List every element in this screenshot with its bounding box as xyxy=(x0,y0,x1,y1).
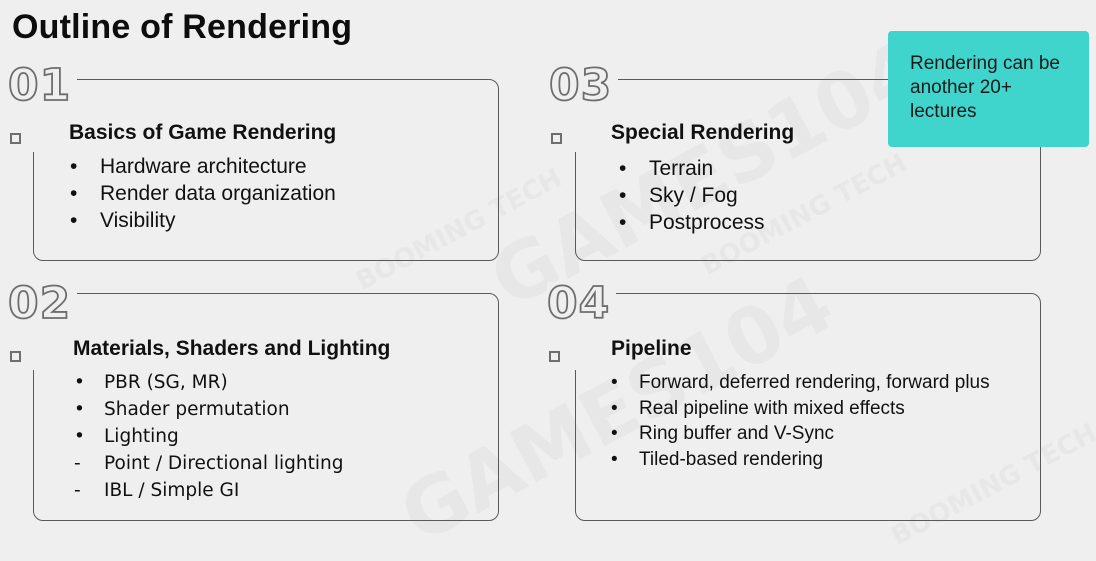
number-dot-icon xyxy=(551,133,562,144)
list-item: • PBR (SG, MR) xyxy=(74,369,343,396)
list-item: - Point / Directional lighting xyxy=(74,450,343,477)
list-item: • Shader permutation xyxy=(74,396,343,423)
section-number: 01 xyxy=(7,63,78,152)
section-number-label: 04 xyxy=(546,278,611,329)
bullet-list: • Hardware architecture • Render data orga… xyxy=(70,153,336,234)
list-item: - IBL / Simple GI xyxy=(74,477,343,504)
list-item: • Ring buffer and V-Sync xyxy=(611,421,990,447)
list-item: • Lighting xyxy=(74,423,343,450)
number-dot-icon xyxy=(549,351,560,362)
list-item-text: Tiled-based rendering xyxy=(639,448,824,470)
slide: { "slide": { "title": "Outline of Render… xyxy=(7,8,1089,521)
section-heading: Basics of Game Rendering xyxy=(69,121,337,144)
list-item: • Hardware architecture xyxy=(70,153,336,180)
list-item-text: Visibility xyxy=(100,209,176,232)
slide-title: Outline of Rendering xyxy=(12,8,353,46)
list-item-text: Lighting xyxy=(104,426,179,447)
number-dot-icon xyxy=(10,133,21,144)
section-frame xyxy=(33,79,499,261)
list-item: • Render data organization xyxy=(70,180,336,207)
list-item: • Real pipeline with mixed effects xyxy=(611,396,990,422)
number-dot-icon xyxy=(10,351,21,362)
note-text: Rendering can be another 20+ lectures xyxy=(910,53,1060,122)
list-item-text: IBL / Simple GI xyxy=(104,480,240,501)
section-frame xyxy=(575,293,1041,521)
list-item-text: Sky / Fog xyxy=(649,184,738,207)
list-item-text: Hardware architecture xyxy=(100,155,307,178)
bullet-list: • PBR (SG, MR) • Shader permutation • Light… xyxy=(74,369,343,504)
bullet-marker: • xyxy=(611,423,618,444)
section-number: 02 xyxy=(7,281,78,370)
list-item: • Visibility xyxy=(70,207,336,234)
list-item: • Tiled-based rendering xyxy=(611,447,990,473)
list-item-text: Terrain xyxy=(649,157,714,180)
bullet-marker: - xyxy=(74,453,81,474)
section-number-label: 02 xyxy=(7,278,72,329)
bullet-marker: - xyxy=(74,480,81,501)
list-item-text: Postprocess xyxy=(649,211,765,234)
list-item: • Postprocess xyxy=(619,209,765,236)
list-item: • Terrain xyxy=(619,155,765,182)
bullet-list: • Terrain • Sky / Fog • Postprocess xyxy=(619,155,765,236)
list-item-text: Ring buffer and V-Sync xyxy=(639,423,835,444)
list-item: • Sky / Fog xyxy=(619,182,765,209)
section-number: 03 xyxy=(548,63,619,152)
bullet-marker: • xyxy=(611,448,618,470)
bullet-marker: • xyxy=(70,209,78,232)
bullet-marker: • xyxy=(74,399,85,420)
list-item-text: PBR (SG, MR) xyxy=(104,372,228,393)
section-number: 04 xyxy=(546,281,617,370)
note-callout: Rendering can be another 20+ lectures xyxy=(888,31,1089,147)
section-heading: Materials, Shaders and Lighting xyxy=(73,337,391,360)
bullet-marker: • xyxy=(619,157,627,180)
section-heading: Pipeline xyxy=(611,337,692,360)
list-item-text: Real pipeline with mixed effects xyxy=(639,397,905,419)
bullet-marker: • xyxy=(70,155,78,178)
bullet-marker: • xyxy=(74,372,85,393)
bullet-marker: • xyxy=(611,372,618,393)
bullet-list: • Forward, deferred rendering, forward pl… xyxy=(611,370,990,472)
bullet-marker: • xyxy=(619,211,627,234)
list-item: • Forward, deferred rendering, forward pl… xyxy=(611,370,990,396)
bullet-marker: • xyxy=(611,397,618,419)
section-frame xyxy=(575,79,1041,261)
bullet-marker: • xyxy=(74,426,85,447)
section-heading: Special Rendering xyxy=(611,121,795,144)
section-frame xyxy=(33,293,499,521)
section-number-label: 03 xyxy=(548,60,613,111)
list-item-text: Render data organization xyxy=(100,182,336,205)
list-item-text: Forward, deferred rendering, forward plu… xyxy=(639,372,990,393)
section-number-label: 01 xyxy=(7,60,72,111)
bullet-marker: • xyxy=(619,184,627,207)
bullet-marker: • xyxy=(70,182,78,205)
list-item-text: Shader permutation xyxy=(104,399,290,420)
list-item-text: Point / Directional lighting xyxy=(104,453,344,474)
